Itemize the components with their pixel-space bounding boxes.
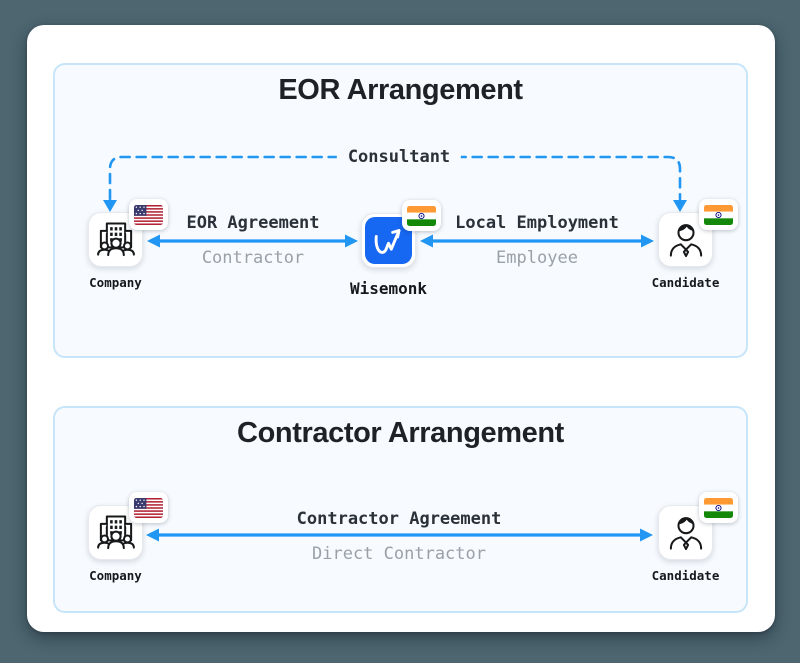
- candidate-node: Candidate: [652, 492, 738, 583]
- consultant-arrowhead-left: [103, 200, 117, 212]
- local-employment-label: Local Employment: [455, 213, 619, 233]
- company-node: Company: [88, 492, 168, 583]
- contractor-agreement-arrow: [146, 528, 653, 542]
- wisemonk-node-label: Wisemonk: [349, 279, 428, 298]
- company-node: Company: [88, 199, 168, 290]
- employee-label: Employee: [496, 248, 578, 268]
- india-flag-icon: [402, 200, 441, 231]
- company-icon: [88, 505, 143, 560]
- local-employment-arrow: [420, 234, 654, 248]
- india-flag-icon: [699, 199, 738, 230]
- eor-panel-title: EOR Arrangement: [278, 74, 523, 106]
- us-flag-icon: [129, 199, 168, 230]
- contractor-arrangement-panel: Contractor Arrangement Contractor Agreem…: [53, 406, 748, 613]
- contractor-label: Contractor: [201, 248, 305, 268]
- candidate-node-label: Candidate: [651, 568, 720, 583]
- wisemonk-node: Wisemonk: [350, 200, 441, 298]
- company-node-label: Company: [89, 568, 142, 583]
- contractor-panel-title: Contractor Arrangement: [237, 417, 564, 449]
- contractor-agreement-label: Contractor Agreement: [296, 509, 502, 529]
- us-flag-icon: [129, 492, 168, 523]
- eor-agreement-label: EOR Agreement: [186, 213, 320, 233]
- consultant-label: Consultant: [336, 147, 462, 167]
- candidate-node-label: Candidate: [651, 275, 720, 290]
- direct-contractor-label: Direct Contractor: [312, 544, 486, 564]
- india-flag-icon: [699, 492, 738, 523]
- eor-agreement-arrow: [147, 234, 358, 248]
- diagram-card: EOR Arrangement Consultant EOR Agreem: [27, 25, 775, 632]
- consultant-arrowhead-right: [673, 200, 687, 212]
- company-node-label: Company: [89, 275, 142, 290]
- candidate-node: Candidate: [652, 199, 738, 290]
- eor-arrangement-panel: EOR Arrangement Consultant EOR Agreem: [53, 63, 748, 358]
